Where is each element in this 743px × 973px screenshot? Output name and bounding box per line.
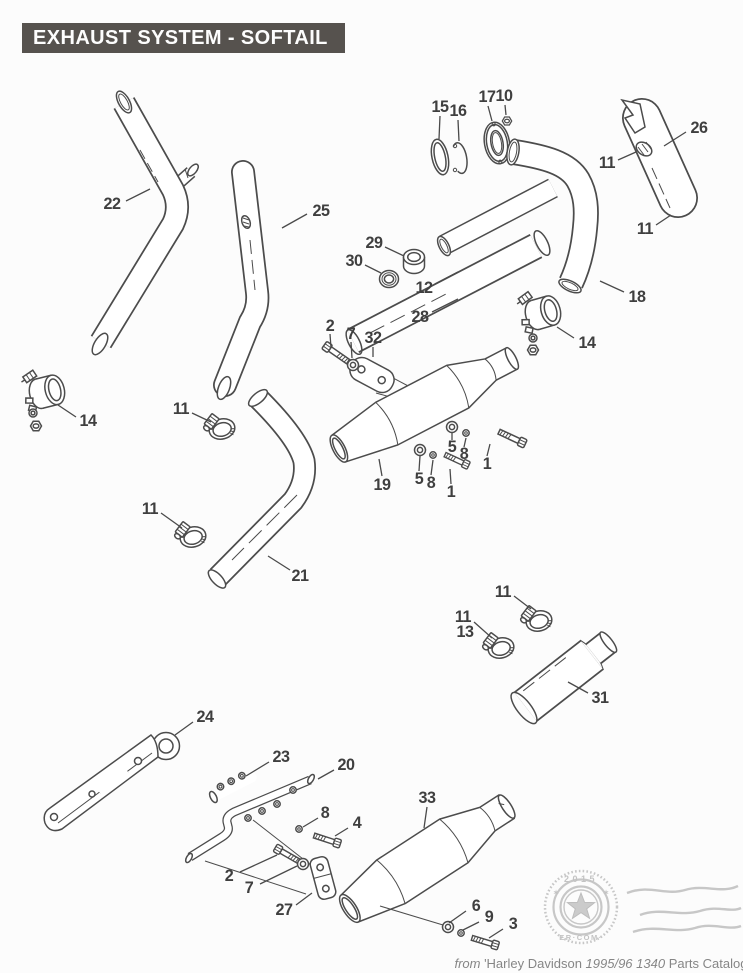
leader-line-7 (350, 341, 353, 359)
leader-line-17 (487, 105, 493, 122)
part-31-muffler-heat-shield (510, 631, 618, 725)
part-6-washer (441, 920, 455, 934)
part-21-lower-pipe (207, 388, 316, 589)
postmark-stamp: 2015 ✶ ✶ ER·COM· (543, 869, 619, 945)
leader-line-14 (57, 404, 77, 418)
part-28-crossover-heat-shield (345, 229, 551, 356)
part-11-hose-clamp-3 (515, 599, 555, 637)
part-11-hose-clamp-2 (169, 515, 209, 553)
leader-line-9 (462, 921, 480, 931)
part-29-bushing (402, 248, 426, 275)
part-15-o-ring (430, 138, 450, 176)
leader-line-11 (191, 412, 212, 423)
part-16-retaining-clip (452, 142, 468, 175)
leader-line-8 (463, 437, 467, 448)
part-11-hose-clamp-1 (198, 407, 238, 445)
attribution: from 'Harley Davidson 1995/96 1340 Parts… (440, 941, 743, 973)
attribution-years: 1995/96 1340 (585, 956, 666, 971)
part-18-rear-pipe (506, 138, 599, 294)
part-10-nut (501, 116, 513, 126)
part-2-bolt-upper (320, 340, 352, 367)
leader-line-31 (567, 681, 589, 694)
leader-line-6 (448, 910, 467, 924)
leader-line-11 (513, 595, 532, 610)
part-26-upper-heat-shield (620, 98, 698, 218)
part-19-upper-muffler (329, 346, 520, 463)
leader-line-25 (281, 213, 308, 229)
part-14-clamp-right (512, 283, 566, 356)
part-33-lower-muffler (338, 794, 516, 924)
postmark-wavy-lines (626, 884, 742, 934)
callout-leader-lines (57, 104, 687, 939)
page-title-text: EXHAUST SYSTEM - SOFTAIL (33, 27, 328, 49)
leader-line-11 (655, 214, 672, 226)
leader-line-11 (617, 151, 637, 161)
part-8-spacer-a (462, 429, 470, 437)
leader-line-12 (434, 271, 459, 285)
part-24-support-bracket (43, 731, 181, 832)
part-8-spacer-c (295, 825, 303, 833)
stamp-year: 2015 (564, 874, 598, 884)
attribution-from: from (454, 956, 481, 971)
leader-line-3 (488, 928, 504, 939)
leader-line-11 (160, 512, 183, 529)
leader-line-20 (317, 769, 335, 780)
stamp-star-left: ✶ (553, 889, 559, 897)
leader-line-2 (239, 854, 278, 873)
stamp-star-right: ✶ (603, 889, 609, 897)
leader-line-10 (504, 104, 507, 116)
part-5-washer-b (413, 443, 427, 457)
part-8-spacer-b (429, 451, 437, 459)
leader-line-26 (663, 131, 687, 147)
leader-line-7 (259, 865, 298, 885)
leader-line-27 (295, 892, 313, 906)
leader-line-19 (378, 458, 383, 477)
stamp-star-icon (565, 891, 597, 920)
part-5-washer-a (445, 420, 459, 434)
leader-line-22 (125, 188, 151, 202)
part-7-washer-lower (296, 857, 310, 871)
part-1-bolt-a (496, 426, 528, 449)
part-23-bracket (208, 770, 257, 804)
leader-line-28 (431, 298, 459, 313)
part-12-crossover-pipe (436, 178, 558, 257)
part-22-front-pipe (90, 90, 200, 356)
part-7-washer-upper (346, 358, 360, 372)
leader-line-16 (457, 119, 460, 142)
leader-line-33 (423, 806, 428, 829)
part-17-mount-flange (483, 121, 511, 165)
leader-line-18 (599, 280, 625, 293)
leader-line-1 (486, 443, 491, 457)
leader-line-1 (449, 468, 452, 485)
part-27-flange-bracket (309, 855, 337, 901)
leader-line-30 (364, 264, 382, 274)
part-30-seal-washer (378, 269, 400, 289)
part-25-front-heat-shield (213, 160, 270, 401)
leader-line-23 (245, 761, 270, 777)
part-20-mount-bar (184, 773, 316, 895)
part-14-clamp-left (17, 363, 69, 432)
part-1-bolt-b (442, 450, 472, 471)
leader-line-14 (556, 326, 575, 339)
leader-line-21 (267, 555, 291, 571)
leader-line-15 (438, 115, 441, 140)
stamp-ring-text: ER·COM· (559, 933, 602, 942)
leader-line-2 (329, 333, 332, 349)
part-9-spacer (457, 929, 465, 937)
part-11-13-hose-clamp-4 (477, 626, 517, 664)
leader-line-29 (384, 246, 405, 257)
leader-line-8 (302, 817, 319, 828)
leader-line-8 (430, 459, 434, 476)
attribution-source-close: Parts Catalog' (665, 956, 743, 971)
page-title: EXHAUST SYSTEM - SOFTAIL (22, 23, 345, 53)
leader-line-24 (174, 721, 194, 736)
leader-line-5 (418, 455, 421, 472)
leader-line-4 (334, 827, 349, 837)
attribution-source-open: 'Harley Davidson (480, 956, 586, 971)
leader-line-11 (473, 621, 493, 639)
